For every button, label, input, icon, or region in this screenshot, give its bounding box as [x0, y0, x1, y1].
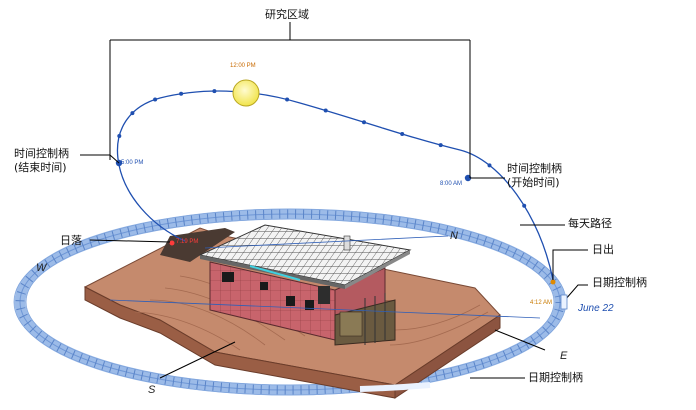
hour-marker — [487, 163, 492, 168]
compass-west: W — [36, 262, 47, 274]
date-label: June 22 — [578, 303, 614, 314]
daily-path-label: 每天路径 — [568, 217, 612, 230]
compass-east: E — [560, 350, 568, 362]
hour-marker — [323, 108, 328, 113]
time-handle-end-line1: 时间控制柄 — [14, 147, 69, 160]
hour-marker — [153, 97, 158, 102]
date-handle-bottom-label: 日期控制柄 — [528, 371, 583, 384]
time-handle-end-line2: (结束时间) — [14, 161, 67, 174]
compass-axes — [109, 235, 541, 319]
compass-north: N — [450, 230, 458, 242]
time-handle-start-line1: 时间控制柄 — [507, 162, 562, 175]
sunrise-time-label: 4:12 AM — [530, 300, 553, 306]
date-handle-bottom[interactable] — [359, 382, 431, 392]
sunset-time-label: 7:19 PM — [176, 239, 199, 245]
hour-marker — [179, 91, 184, 96]
sunrise-label: 日出 — [592, 243, 614, 256]
sunset-marker — [169, 240, 175, 246]
date-handle-right-label: 日期控制柄 — [592, 276, 647, 289]
callout-lines — [80, 22, 588, 379]
start-time-label: 8:00 AM — [440, 181, 463, 187]
time-handle-start-label: 时间控制柄 (开始时间) — [507, 162, 562, 190]
sunrise-marker — [550, 279, 556, 285]
hour-marker — [117, 134, 122, 138]
study-area-label: 研究区域 — [265, 8, 309, 21]
hour-marker — [400, 132, 405, 136]
date-handle-right[interactable] — [560, 294, 568, 310]
hour-marker — [130, 111, 135, 116]
time-handle-end-label: 时间控制柄 (结束时间) — [14, 147, 69, 175]
hour-marker — [212, 89, 217, 94]
hour-marker — [522, 203, 527, 208]
compass-south: S — [148, 384, 156, 396]
time-handle-start-line2: (开始时间) — [507, 176, 560, 189]
end-time-label: 5:00 PM — [121, 160, 144, 166]
house-model — [198, 224, 412, 346]
noon-time-label: 12:00 PM — [230, 63, 256, 69]
hour-marker — [362, 120, 366, 125]
sunset-label: 日落 — [60, 234, 82, 247]
hour-marker — [285, 97, 290, 102]
hour-marker — [438, 143, 443, 148]
hour-markers — [117, 89, 527, 208]
sun-icon[interactable] — [232, 79, 260, 107]
